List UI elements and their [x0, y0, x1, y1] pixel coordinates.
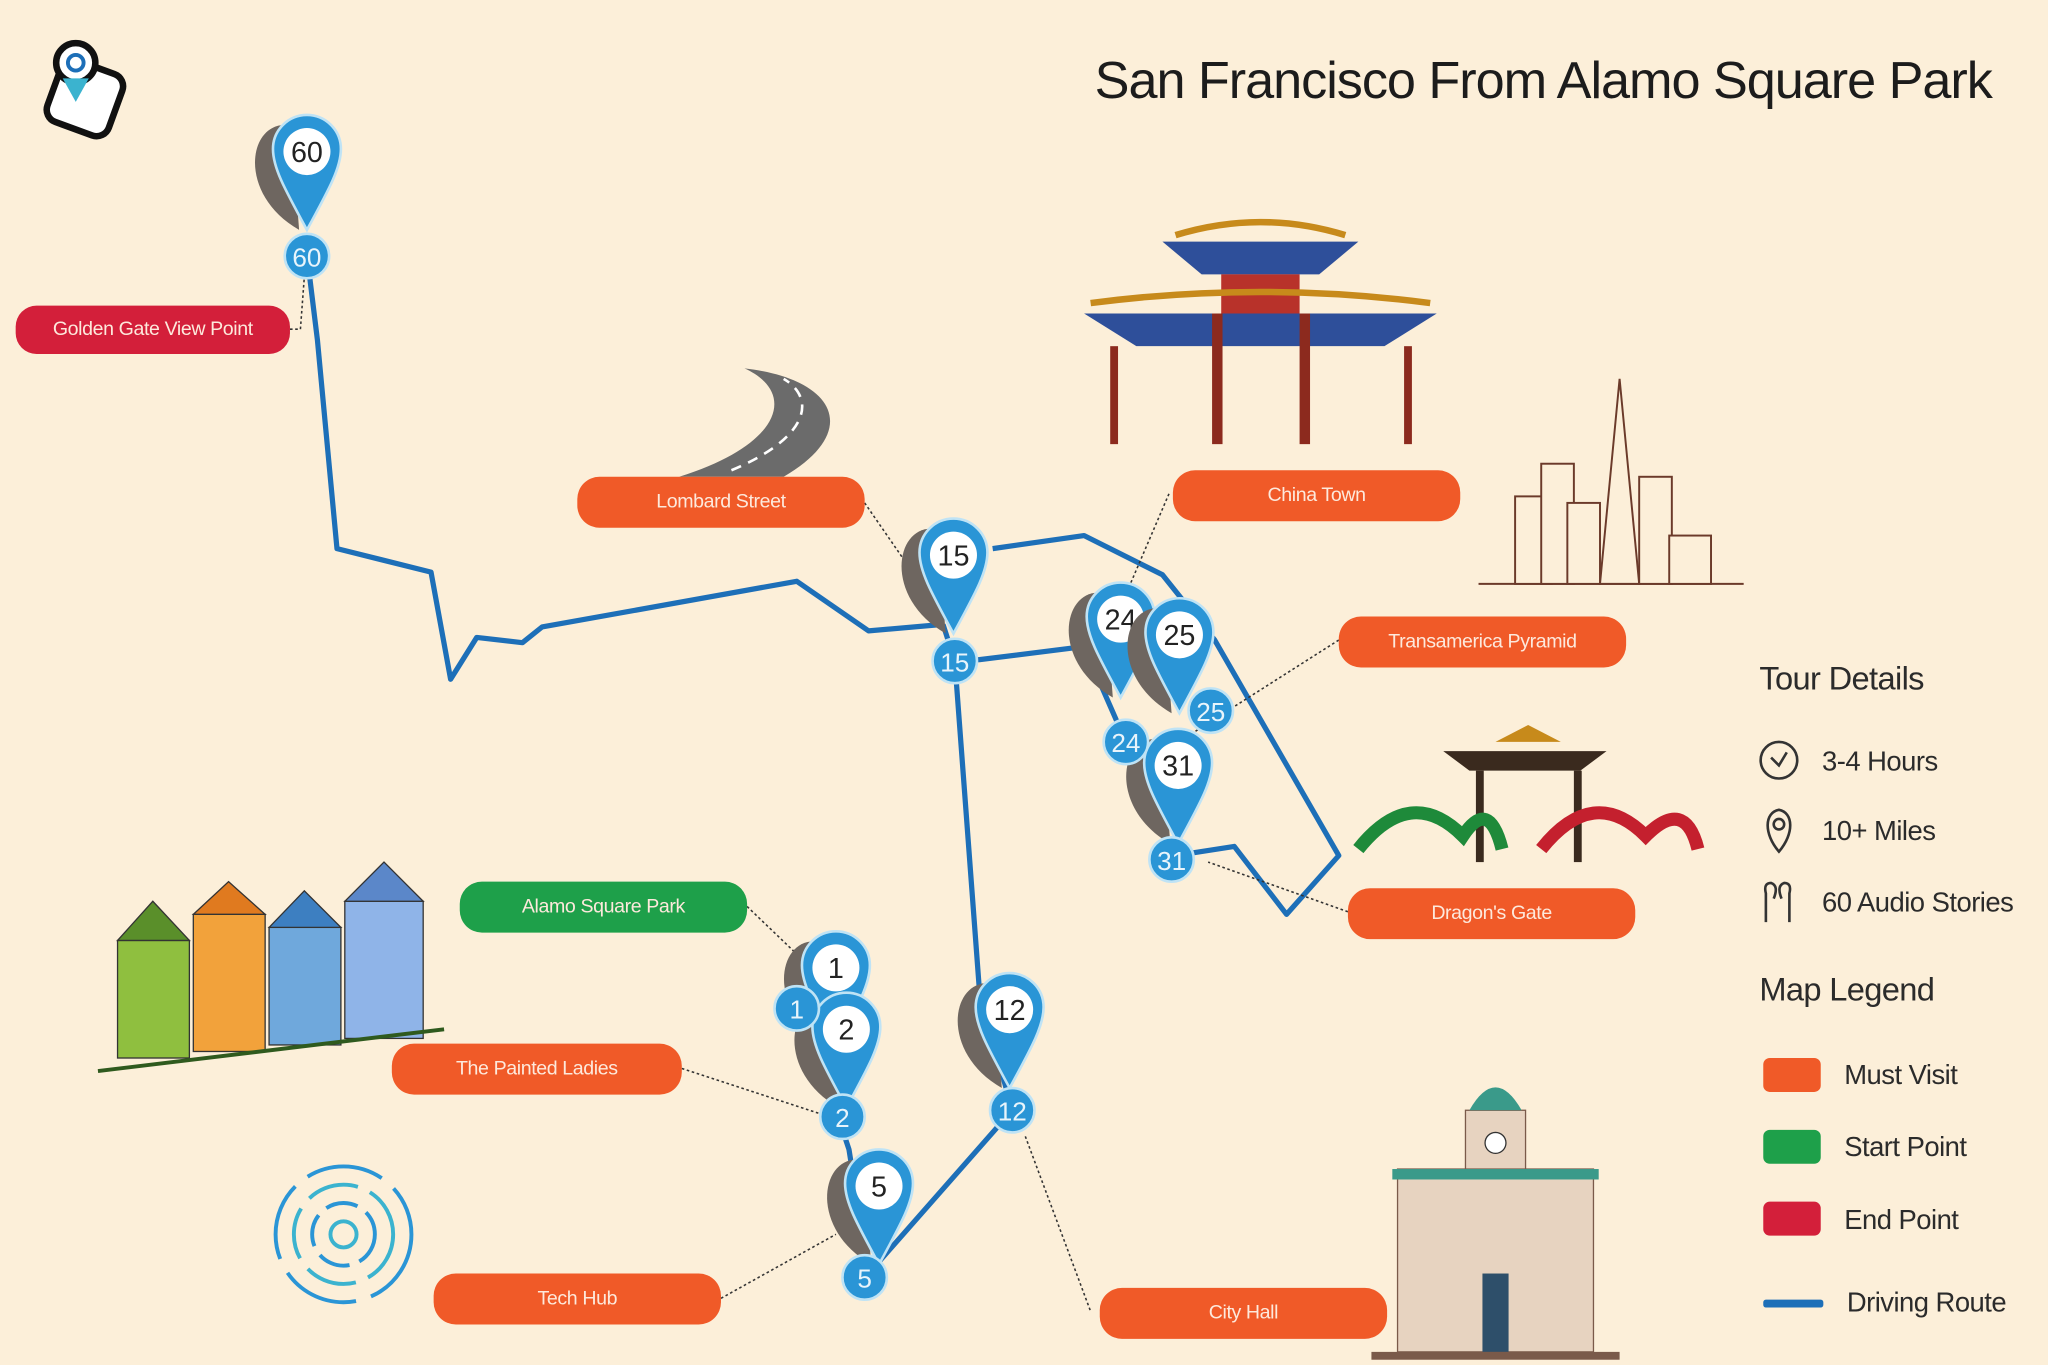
stop-number: 1 — [828, 953, 844, 985]
legend-swatch-driving-route — [1763, 1299, 1824, 1308]
stop-dot-number: 1 — [789, 995, 804, 1025]
label-golden-gate-view-point[interactable]: Golden Gate View Point — [15, 305, 290, 355]
tech-hub-illustration — [273, 1164, 414, 1305]
stop-dot-25[interactable]: 25 — [1187, 687, 1235, 735]
location-pin-icon — [1766, 808, 1792, 854]
map-legend-heading: Map Legend — [1759, 971, 1934, 1008]
stop-number: 25 — [1163, 620, 1195, 652]
stop-dot — [931, 637, 979, 685]
stop-dot-number: 15 — [940, 647, 969, 677]
stop-pin-5[interactable]: 5 — [827, 1148, 915, 1268]
legend-swatch-end-point — [1763, 1201, 1821, 1236]
earbuds-icon — [1763, 881, 1792, 923]
stop-dot-1[interactable]: 1 — [773, 984, 821, 1032]
stop-pin-24[interactable]: 24 — [1068, 581, 1156, 701]
label-alamo-square-park[interactable]: Alamo Square Park — [459, 881, 748, 933]
legend-swatch-start-point — [1763, 1129, 1821, 1164]
stop-pin-25[interactable]: 25 — [1127, 596, 1215, 716]
clock-icon — [1759, 740, 1799, 780]
stop-dot — [1187, 687, 1235, 735]
legend-start-point: Start Point — [1844, 1131, 1967, 1162]
label-text: The Painted Ladies — [456, 1057, 618, 1079]
label-text: Golden Gate View Point — [53, 318, 254, 340]
transamerica-skyline-illustration — [1478, 378, 1744, 585]
stop-dot — [773, 984, 821, 1032]
pin-head — [855, 1162, 903, 1210]
driving-route — [304, 254, 1342, 1277]
label-lombard-street[interactable]: Lombard Street — [577, 476, 865, 528]
stop-dot-12[interactable]: 12 — [988, 1086, 1036, 1134]
legend-must-visit: Must Visit — [1844, 1059, 1958, 1090]
pin-head — [1155, 611, 1203, 659]
dragons-gate-illustration — [1353, 724, 1705, 863]
stop-dot-number: 31 — [1157, 846, 1186, 876]
stop-dot — [988, 1086, 1036, 1134]
tour-details-heading: Tour Details — [1759, 660, 1924, 697]
stop-dot-number: 2 — [835, 1103, 850, 1133]
pin-head — [929, 531, 977, 579]
label-china-town[interactable]: China Town — [1172, 470, 1461, 522]
label-text: Lombard Street — [656, 491, 786, 513]
stop-dot — [841, 1253, 889, 1301]
painted-ladies-illustration — [97, 861, 445, 1074]
pin-head — [1154, 741, 1202, 789]
place-labels: Golden Gate View Point Lombard Street Ch… — [15, 305, 1636, 1339]
legend-driving-route: Driving Route — [1847, 1286, 2007, 1317]
label-text: City Hall — [1209, 1302, 1278, 1324]
stop-number: 60 — [291, 137, 323, 169]
legend-end-point: End Point — [1844, 1204, 1959, 1235]
label-city-hall[interactable]: City Hall — [1099, 1287, 1388, 1339]
stop-dot-number: 60 — [292, 242, 321, 272]
stop-pin-12[interactable]: 12 — [957, 971, 1045, 1091]
map-title: San Francisco From Alamo Square Park — [1095, 52, 1994, 110]
legend-swatch-must-visit — [1763, 1058, 1821, 1092]
label-text: Alamo Square Park — [522, 896, 686, 918]
pin-head — [986, 986, 1034, 1034]
stop-number: 5 — [871, 1171, 887, 1203]
stop-dot-number: 24 — [1111, 728, 1140, 758]
stop-pin-60[interactable]: 60 — [254, 113, 343, 233]
stop-number: 15 — [937, 540, 969, 572]
stop-number: 12 — [994, 995, 1026, 1027]
stop-dot-5[interactable]: 5 — [841, 1253, 889, 1301]
city-hall-illustration — [1371, 1087, 1620, 1360]
stop-dot — [818, 1093, 866, 1141]
lombard-street-illustration — [679, 368, 831, 477]
tour-audio-stories: 60 Audio Stories — [1822, 887, 2013, 918]
label-painted-ladies[interactable]: The Painted Ladies — [391, 1043, 682, 1095]
stop-pin-15[interactable]: 15 — [901, 517, 989, 637]
label-transamerica-pyramid[interactable]: Transamerica Pyramid — [1338, 616, 1627, 668]
stop-number: 31 — [1162, 751, 1194, 783]
stop-dot-60[interactable]: 60 — [283, 232, 331, 280]
chinatown-gate-illustration — [1084, 218, 1437, 445]
stop-dot — [1102, 718, 1150, 766]
label-tech-hub[interactable]: Tech Hub — [433, 1273, 721, 1325]
stop-dot-number: 12 — [998, 1097, 1027, 1127]
label-text: China Town — [1268, 484, 1366, 506]
app-logo — [43, 39, 127, 140]
stop-dot — [1148, 835, 1196, 883]
stop-number: 2 — [838, 1015, 854, 1047]
stop-dot-number: 5 — [857, 1264, 872, 1294]
stop-dot-number: 25 — [1196, 697, 1225, 727]
stop-dot-24[interactable]: 24 — [1102, 718, 1150, 766]
tour-distance: 10+ Miles — [1822, 815, 1935, 846]
pin-head — [283, 128, 331, 176]
tour-details-panel: Tour Details 3-4 Hours 10+ Miles 60 Audi… — [1759, 660, 2013, 1318]
pin-head — [812, 944, 860, 992]
label-text: Tech Hub — [538, 1287, 618, 1309]
stop-pin-31[interactable]: 31 — [1126, 727, 1214, 847]
label-text: Dragon's Gate — [1431, 902, 1552, 924]
tour-duration: 3-4 Hours — [1822, 746, 1938, 777]
stop-dot — [283, 232, 331, 280]
label-dragons-gate[interactable]: Dragon's Gate — [1347, 888, 1636, 940]
stop-dot-2[interactable]: 2 — [818, 1093, 866, 1141]
label-text: Transamerica Pyramid — [1388, 630, 1576, 652]
pin-head — [822, 1005, 870, 1053]
stop-dot-15[interactable]: 15 — [931, 637, 979, 685]
stop-dot-31[interactable]: 31 — [1148, 835, 1196, 883]
